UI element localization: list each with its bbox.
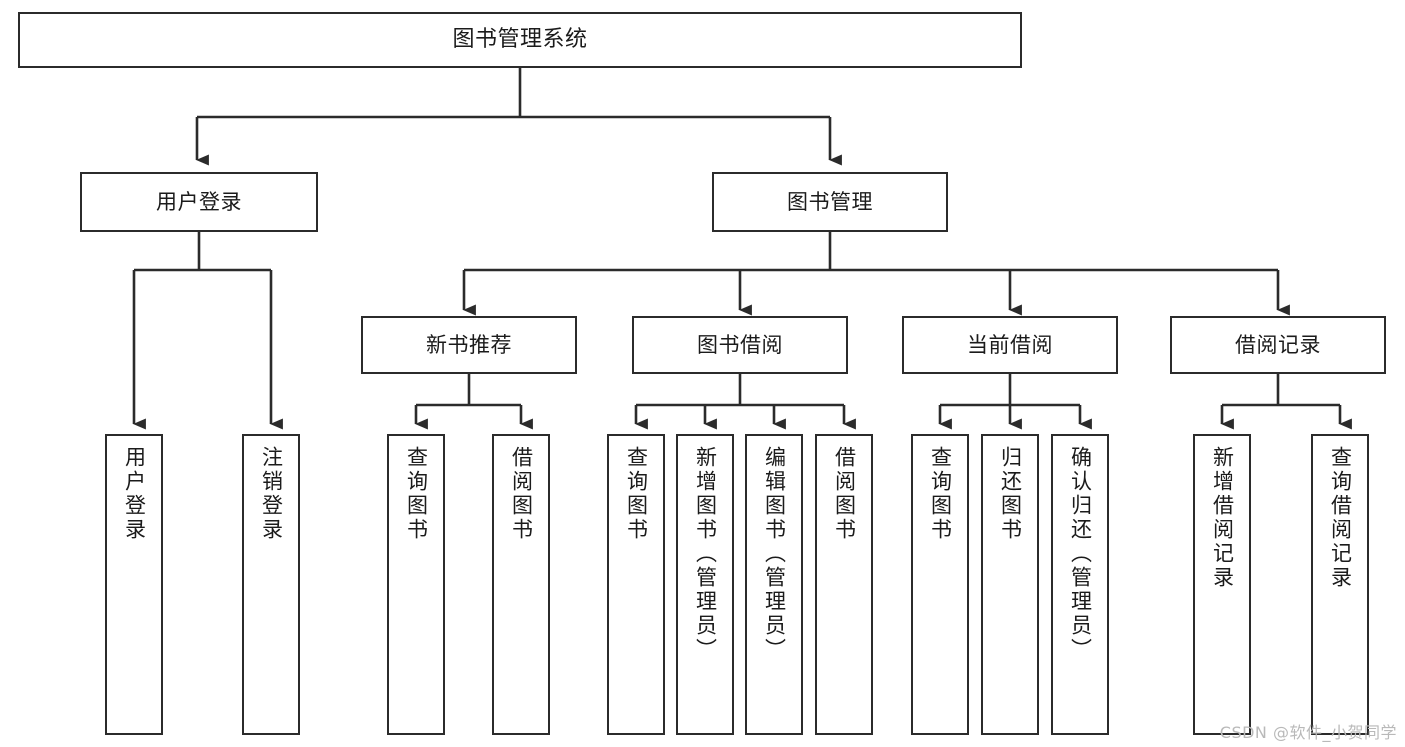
node-current-borrow[interactable]: 当前借阅 xyxy=(902,316,1118,374)
leaf-return-book[interactable]: 归还图书 xyxy=(981,434,1039,735)
leaf-borrow-book-2[interactable]: 借阅图书 xyxy=(815,434,873,735)
node-user-login-label: 用户登录 xyxy=(156,189,242,214)
leaf-user-login-label: 用户登录 xyxy=(122,446,147,542)
csdn-watermark: CSDN @软件_小贺同学 xyxy=(1219,723,1397,742)
node-borrow-record-label: 借阅记录 xyxy=(1235,332,1321,357)
leaf-query-book-2[interactable]: 查询图书 xyxy=(607,434,665,735)
node-book-manage[interactable]: 图书管理 xyxy=(712,172,948,232)
leaf-add-book-label: 新增图书（管理员） xyxy=(693,446,718,662)
leaf-add-record[interactable]: 新增借阅记录 xyxy=(1193,434,1251,735)
leaf-query-book-1-label: 查询图书 xyxy=(404,446,429,542)
leaf-borrow-book-1[interactable]: 借阅图书 xyxy=(492,434,550,735)
node-book-borrow[interactable]: 图书借阅 xyxy=(632,316,848,374)
node-borrow-record[interactable]: 借阅记录 xyxy=(1170,316,1386,374)
leaf-logout-label: 注销登录 xyxy=(259,446,284,542)
leaf-query-book-2-label: 查询图书 xyxy=(624,446,649,542)
leaf-borrow-book-2-label: 借阅图书 xyxy=(832,446,857,542)
leaf-return-book-label: 归还图书 xyxy=(998,446,1023,542)
leaf-confirm-return[interactable]: 确认归还（管理员） xyxy=(1051,434,1109,735)
node-book-manage-label: 图书管理 xyxy=(787,189,873,214)
node-book-borrow-label: 图书借阅 xyxy=(697,332,783,357)
node-new-book-recommend-label: 新书推荐 xyxy=(426,332,512,357)
leaf-logout[interactable]: 注销登录 xyxy=(242,434,300,735)
leaf-borrow-book-1-label: 借阅图书 xyxy=(509,446,534,542)
leaf-query-record[interactable]: 查询借阅记录 xyxy=(1311,434,1369,735)
node-root-label: 图书管理系统 xyxy=(452,27,588,53)
leaf-confirm-return-label: 确认归还（管理员） xyxy=(1068,446,1093,662)
node-new-book-recommend[interactable]: 新书推荐 xyxy=(361,316,577,374)
leaf-query-book-3[interactable]: 查询图书 xyxy=(911,434,969,735)
node-root[interactable]: 图书管理系统 xyxy=(18,12,1022,68)
leaf-edit-book-label: 编辑图书（管理员） xyxy=(762,446,787,662)
leaf-edit-book[interactable]: 编辑图书（管理员） xyxy=(745,434,803,735)
node-current-borrow-label: 当前借阅 xyxy=(967,332,1053,357)
node-user-login[interactable]: 用户登录 xyxy=(80,172,318,232)
leaf-add-record-label: 新增借阅记录 xyxy=(1210,446,1235,590)
leaf-query-book-3-label: 查询图书 xyxy=(928,446,953,542)
leaf-add-book[interactable]: 新增图书（管理员） xyxy=(676,434,734,735)
leaf-query-record-label: 查询借阅记录 xyxy=(1328,446,1353,590)
leaf-query-book-1[interactable]: 查询图书 xyxy=(387,434,445,735)
leaf-user-login[interactable]: 用户登录 xyxy=(105,434,163,735)
